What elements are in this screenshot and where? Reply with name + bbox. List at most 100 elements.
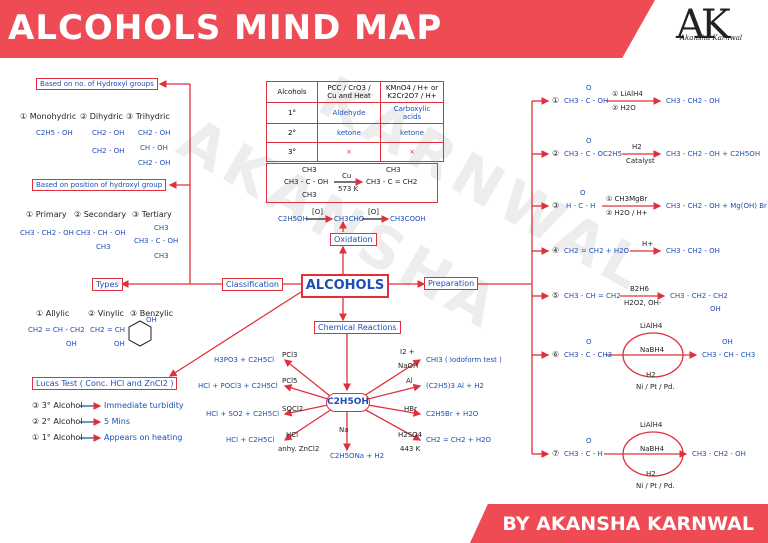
tertiary-formula-2: CH3 - C - OH xyxy=(134,237,179,245)
prep-reagent-1: ① LiAlH4 xyxy=(612,90,643,98)
prep-reagent-2: ② H2O / H+ xyxy=(606,209,648,217)
rxn-product: (C2H5)3 Al + H2 xyxy=(426,382,484,390)
prep-reactant-top: O xyxy=(586,437,592,445)
monohydric-label: ① Monohydric xyxy=(20,112,77,121)
tert-right-1: CH3 xyxy=(386,166,401,174)
vinylic-formula-1: CH2 = CH xyxy=(90,326,126,334)
prep-reagent-1: ① CH3MgBr xyxy=(606,195,648,203)
prep-reagent-mid: NaBH4 xyxy=(640,445,665,453)
prep-product: CH3 - CH2 - OH xyxy=(666,247,720,255)
header: ALCOHOLS MIND MAP AK Akansha Karnwal xyxy=(0,0,768,66)
prep-number: ④ xyxy=(552,246,560,255)
logo-signature: Akansha Karnwal xyxy=(680,34,743,42)
lucas-test-box: Lucas Test ( Conc. HCl and ZnCl2 ) xyxy=(32,377,178,390)
prep-reactant: CH2 = CH2 + H2O xyxy=(564,247,630,255)
author-credit: BY AKANSHA KARNWAL xyxy=(502,513,754,535)
tert-left-3: CH3 xyxy=(302,191,317,199)
rxn-product: H3PO3 + C2H5Cl xyxy=(214,356,275,364)
prep-reactant: CH3 - C - H xyxy=(564,450,603,458)
hydroxyl-position-box: Based on position of hydroxyl group xyxy=(32,179,167,191)
hydroxyl-count-box: Based on no. of Hydroxyl groups xyxy=(36,78,158,90)
page-title: ALCOHOLS MIND MAP xyxy=(8,8,443,48)
prep-reactant: CH3 - C - OC2H5 xyxy=(564,150,623,158)
prep-reagent-1: B2H6 xyxy=(630,285,649,293)
classification-node: Classification xyxy=(222,278,283,291)
table-header: KMnO4 / H+ or K2Cr2O7 / H+ xyxy=(380,81,444,103)
tertiary-formula-1: CH3 xyxy=(154,224,169,232)
prep-reagent-2: H2 xyxy=(646,470,656,478)
prep-reactant-top: O xyxy=(586,137,592,145)
ox-o2: [O] xyxy=(368,208,379,216)
lucas-3-result: Immediate turbidity xyxy=(104,401,184,410)
tert-reagent: Cu xyxy=(342,172,352,180)
author-logo: AK Akansha Karnwal xyxy=(676,2,746,56)
prep-reagent-1: LiAlH4 xyxy=(640,322,663,330)
table-cell: ketone xyxy=(317,123,381,143)
rxn-reagent: HBr xyxy=(404,405,417,413)
monohydric-formula: C2H5 - OH xyxy=(36,129,73,137)
dihydric-formula-1: CH2 - OH xyxy=(92,129,125,137)
table-cell: Aldehyde xyxy=(317,102,381,124)
prep-product: CH3 - CH - CH3 xyxy=(702,351,756,359)
preparation-node: Preparation xyxy=(424,277,479,290)
tertiary-reaction-box xyxy=(266,163,438,203)
chemical-reactions-node: Chemical Reactions xyxy=(314,321,401,334)
allylic-formula-1: CH2 = CH - CH2 xyxy=(28,326,85,334)
primary-label: ① Primary xyxy=(26,210,67,219)
ox-ethanol: C2H5OH xyxy=(278,215,308,223)
prep-reactant: CH3 - C - OH xyxy=(564,97,609,105)
rxn-reagent-2: NaOH xyxy=(398,362,419,370)
table-cell: 2° xyxy=(266,123,318,143)
tert-left-1: CH3 xyxy=(302,166,317,174)
prep-number: ⑥ xyxy=(552,350,560,359)
rxn-reagent: I2 + xyxy=(400,348,415,356)
prep-product-top: OH xyxy=(722,338,733,346)
table-cell: 3° xyxy=(266,142,318,162)
prep-reagent-1: H+ xyxy=(642,240,654,248)
tert-condition: 573 K xyxy=(338,185,359,193)
prep-reagent-2: Catalyst xyxy=(626,157,655,165)
primary-formula: CH3 - CH2 - OH xyxy=(20,229,74,237)
rxn-reagent: H2SO4 xyxy=(398,431,423,439)
rxn-reagent-2: anhy. ZnCl2 xyxy=(278,445,320,453)
prep-number: ① xyxy=(552,96,560,105)
prep-reagent-2: H2O2, OH- xyxy=(624,299,662,307)
logo-letters: AK xyxy=(676,2,731,48)
table-cell: ketone xyxy=(380,123,444,143)
prep-reactant: H - C - H xyxy=(566,202,596,210)
prep-number: ⑦ xyxy=(552,449,560,458)
prep-reactant-top: O xyxy=(580,189,586,197)
rxn-reagent: Al xyxy=(406,377,413,385)
allylic-label: ① Allylic xyxy=(36,309,70,318)
rxn-product: C2H5ONa + H2 xyxy=(330,452,385,460)
prep-reagent-3: Ni / Pt / Pd. xyxy=(636,383,675,391)
lucas-1-result: Appears on heating xyxy=(104,433,183,442)
prep-reagent-1: LiAlH4 xyxy=(640,421,663,429)
rxn-product: CHI3 ( Iodoform test ) xyxy=(426,356,502,364)
benzylic-label: ③ Benzylic xyxy=(130,309,173,318)
oxidation-node: Oxidation xyxy=(330,233,377,246)
prep-product: CH3 - CH2 - OH + Mg(OH) Br xyxy=(666,202,767,210)
prep-number: ⑤ xyxy=(552,291,560,300)
prep-reactant: CH3 - C - CH3 xyxy=(564,351,613,359)
lucas-1-label: ① 1° Alcohol xyxy=(32,433,83,442)
allylic-formula-2: OH xyxy=(66,340,77,348)
ox-ethanal: CH3CHO xyxy=(334,215,365,223)
rxn-reagent: PCl5 xyxy=(282,377,298,385)
tertiary-formula-3: CH3 xyxy=(154,252,169,260)
footer-banner: BY AKANSHA KARNWAL xyxy=(470,504,768,543)
rxn-reagent: SOCl2 xyxy=(282,405,304,413)
prep-product: CH3 - CH2 - OH xyxy=(692,450,746,458)
rxn-product: CH2 = CH2 + H2O xyxy=(426,436,492,444)
table-cell: × xyxy=(317,142,381,162)
alcohols-center-node: ALCOHOLS xyxy=(301,274,389,298)
types-node: Types xyxy=(92,278,123,291)
table-header: Alcohols xyxy=(266,81,318,103)
prep-product: CH3 - CH2 - OH xyxy=(666,97,720,105)
prep-reagent-2: H2 xyxy=(646,371,656,379)
secondary-formula-2: CH3 xyxy=(96,243,111,251)
dihydric-label: ② Dihydric xyxy=(80,112,123,121)
prep-reactant-top: O xyxy=(586,338,592,346)
table-header: PCC / CrO3 / Cu and Heat xyxy=(317,81,381,103)
tertiary-label: ③ Tertiary xyxy=(132,210,172,219)
